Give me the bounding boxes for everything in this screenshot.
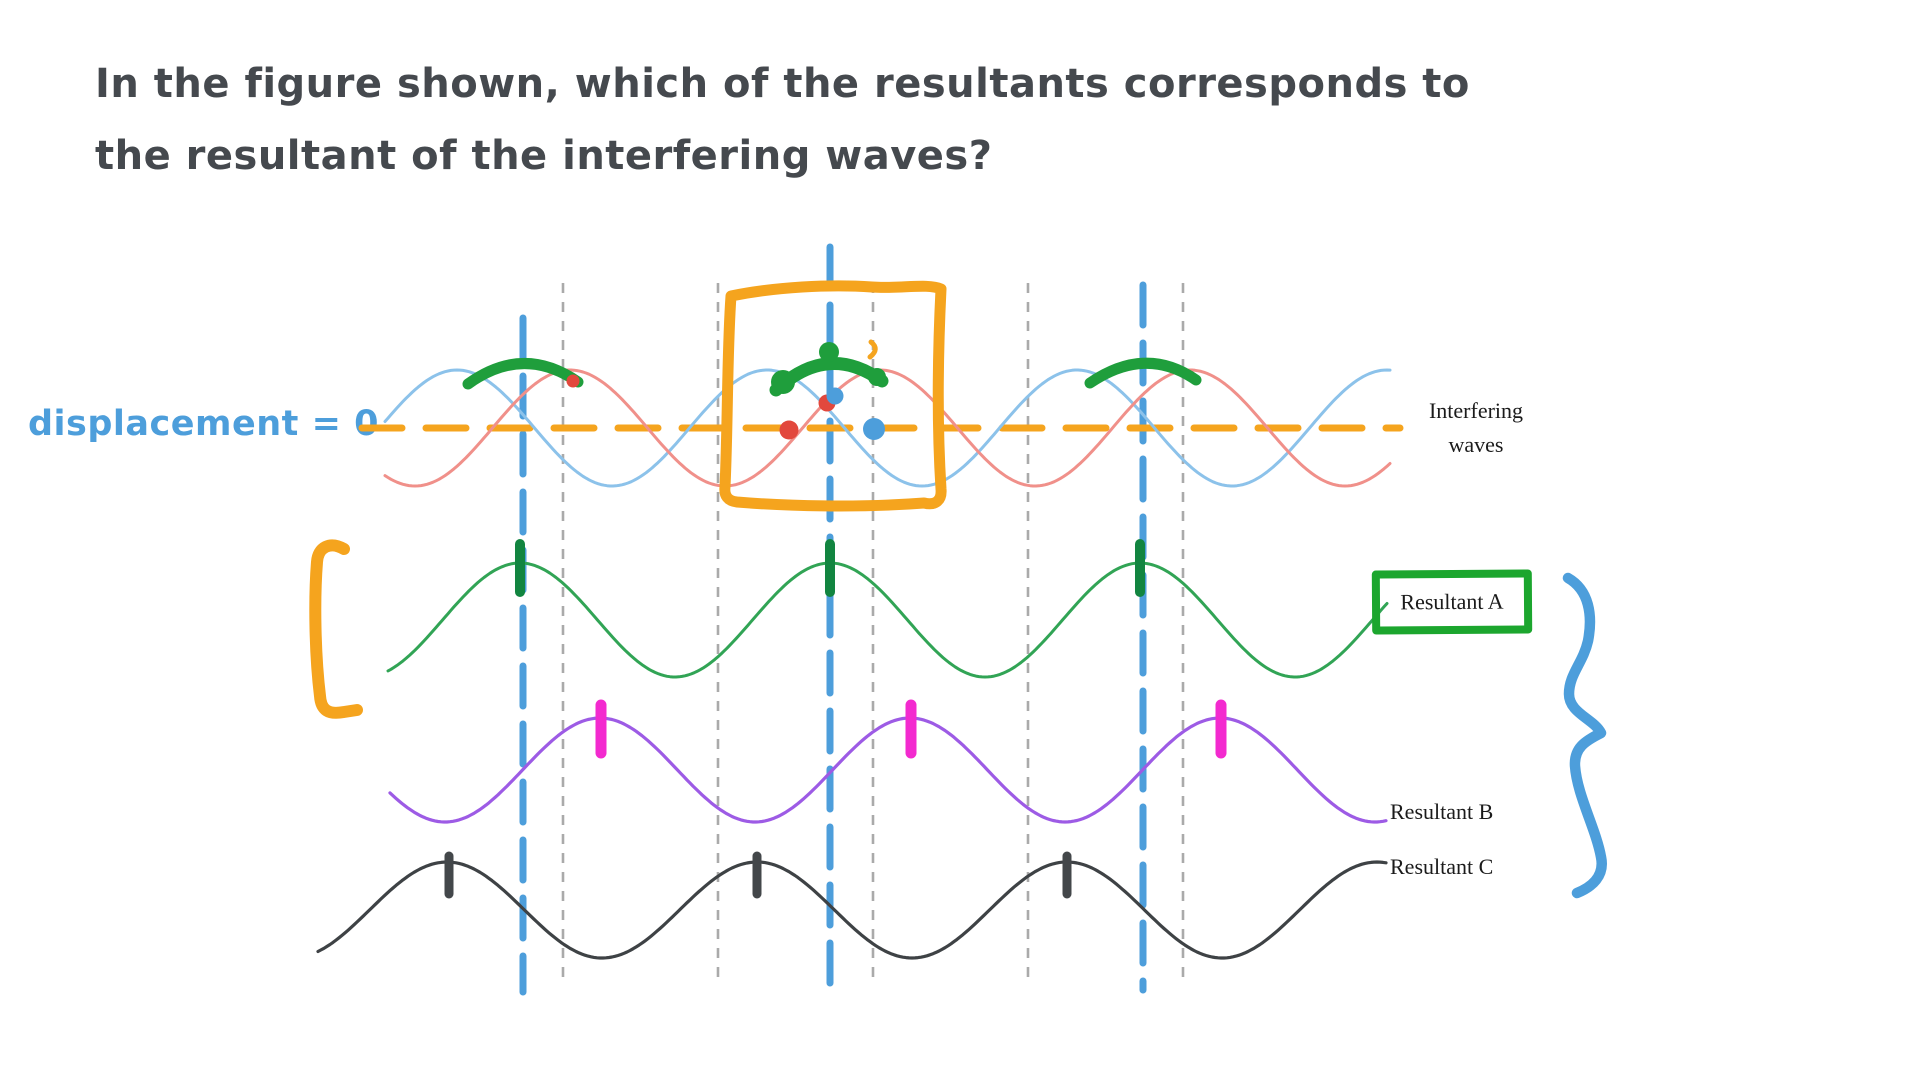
crossing-blue-dot [826,387,844,405]
resultant-c-label: Resultant C [1390,854,1494,879]
crest-arc-blob-2 [819,342,839,362]
zero-line-blue-dot [863,418,885,440]
crest-arc-1 [462,358,584,390]
stray-orange-mark [867,339,878,360]
crest-arc-3 [1084,357,1202,389]
displacement-zero-label: displacement = 0 [28,404,379,444]
interfering-label-line1: Interfering [1428,398,1524,423]
resultant-b-label: Resultant B [1390,799,1494,824]
question-line-1: In the figure shown, which of the result… [95,61,1470,107]
interfering-wave-blue [383,368,1392,488]
crest-arc-blob-3 [868,368,886,386]
interfering-label-line2: waves [1448,432,1504,457]
orange-highlight-box [719,280,947,512]
resultant-a-wave [386,561,1389,679]
blue-curly-brace [1562,572,1607,899]
orange-bracket [309,539,363,719]
question-text: In the figure shown, which of the result… [95,48,1470,192]
crest-arc-blob-1 [771,370,795,394]
resultant-c-wave [316,860,1388,960]
resultant-a-label-box: Resultant A [1371,569,1533,635]
resultant-b-wave [388,716,1388,824]
zero-line-red-dot [779,420,799,440]
red-crest-dot [566,374,580,388]
interfering-waves-label: Interfering waves [1396,394,1556,462]
question-line-2: the resultant of the interfering waves? [95,133,993,179]
resultant-a-label: Resultant A [1400,588,1504,615]
